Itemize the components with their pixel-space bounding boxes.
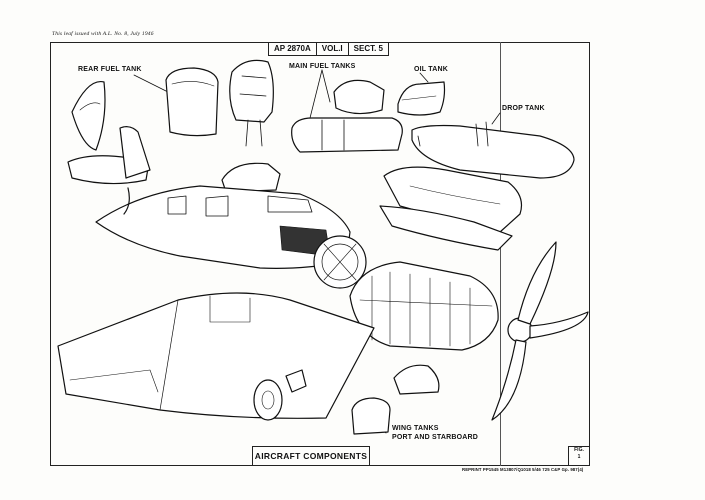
label-wing-tanks: WING TANKS: [392, 425, 439, 432]
document-reference-header: AP 2870A VOL.I SECT. 5: [268, 42, 389, 56]
label-drop-tank: DROP TANK: [502, 105, 545, 112]
small-panel-part: [393, 364, 440, 395]
engine-part: [349, 261, 499, 351]
fuselage-part: [95, 185, 351, 269]
ap-reference: AP 2870A: [274, 44, 311, 53]
fin-part: [71, 80, 106, 151]
propeller-blade-upper: [517, 241, 557, 325]
label-oil-tank: OIL TANK: [414, 66, 449, 73]
section-number: SECT. 5: [347, 42, 388, 55]
rear-fuel-tank-part: [165, 67, 219, 137]
issue-note: This leaf issued with A.L. No. 8, July 1…: [52, 31, 154, 37]
volume-number: VOL.I: [315, 42, 348, 55]
canopy-hood-part: [221, 162, 281, 193]
propeller-blade-lower: [491, 339, 527, 421]
fold-line: [500, 42, 501, 466]
undercarriage-wheel: [253, 379, 283, 421]
mainplane-wing: [57, 292, 375, 419]
pilot-seat-part: [229, 59, 274, 123]
main-fuel-tank-lower: [291, 117, 403, 153]
propeller-blade-right: [529, 311, 589, 339]
main-fuel-tank-upper: [333, 79, 385, 115]
drawing-border: [50, 42, 590, 466]
side-cowling-panel: [379, 205, 513, 251]
oil-tank-part: [397, 81, 446, 116]
fig-number: 1: [577, 454, 581, 460]
figure-title: AIRCRAFT COMPONENTS: [252, 446, 370, 465]
label-port-and-starboard: PORT AND STARBOARD: [392, 434, 479, 441]
fig-label: FIG.: [574, 447, 584, 453]
fairing-part: [285, 369, 307, 393]
label-main-fuel-tanks: MAIN FUEL TANKS: [289, 63, 356, 70]
drop-tank-part: [411, 124, 575, 179]
figure-number-box: FIG. 1: [568, 446, 590, 465]
reprint-line: REPRINT PP1545 M13807/Q1018 5/46 725 C&P…: [462, 467, 584, 472]
wing-tank-part: [351, 397, 391, 435]
label-rear-fuel-tank: REAR FUEL TANK: [78, 66, 142, 73]
